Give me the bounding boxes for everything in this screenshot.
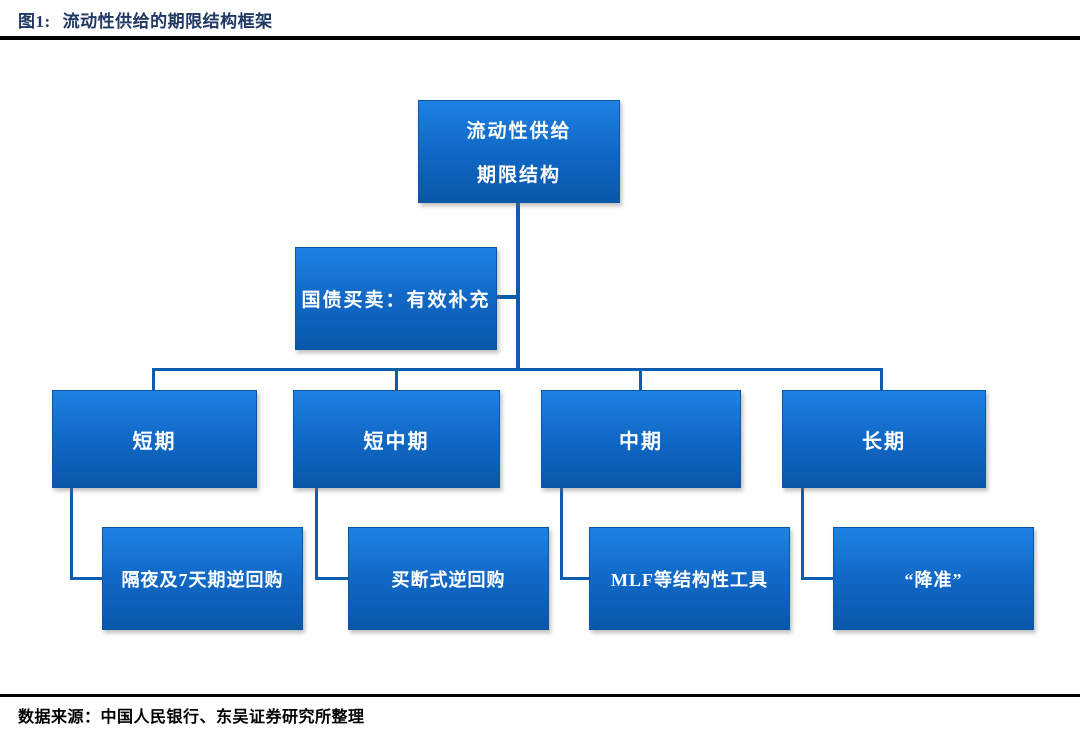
footer-divider [0,694,1080,697]
node-treasury-supplement: 国债买卖：有效补充 [295,247,497,350]
connector-treasury-link [496,295,516,299]
node-short-term-label: 短期 [132,430,177,453]
node-mid-term-label: 中期 [619,430,663,453]
node-treasury-label: 国债买卖：有效补充 [301,290,491,311]
node-short-term: 短期 [52,390,257,488]
node-root-line2: 期限结构 [476,165,561,186]
figure-title: 流动性供给的期限结构框架 [62,12,273,31]
node-long-term: 长期 [782,390,986,488]
connector-drop-mid [639,371,642,390]
node-outright-reverse-repo-label: 买断式逆回购 [391,569,506,590]
connector-elbow-short-mid [315,488,348,580]
connector-elbow-short [70,488,102,580]
node-overnight-7day-reverse-repo: 隔夜及7天期逆回购 [102,527,303,630]
connector-distribution-line [152,368,883,390]
connector-elbow-long [801,488,833,580]
header-divider [0,36,1080,40]
node-root-line1: 流动性供给 [466,121,572,142]
node-rrr-cut: “降准” [833,527,1034,630]
node-long-term-label: 长期 [862,430,906,453]
node-root: 流动性供给 期限结构 [418,100,620,203]
connector-elbow-mid [560,488,589,580]
node-outright-reverse-repo: 买断式逆回购 [348,527,549,630]
figure-number: 图1: [18,12,51,31]
node-mid-term: 中期 [541,390,741,488]
connector-root-trunk [516,203,520,369]
node-rrr-cut-label: “降准” [904,569,963,590]
node-overnight-7day-reverse-repo-label: 隔夜及7天期逆回购 [121,569,284,590]
node-mlf-structural-tools: MLF等结构性工具 [589,527,790,630]
data-source-note: 数据来源：中国人民银行、东吴证券研究所整理 [18,709,365,726]
node-short-mid-term: 短中期 [293,390,500,488]
figure-header: 图1: 流动性供给的期限结构框架 [18,7,273,32]
connector-drop-short-mid [395,371,398,390]
node-mlf-structural-tools-label: MLF等结构性工具 [611,569,768,590]
node-short-mid-term-label: 短中期 [363,430,430,453]
